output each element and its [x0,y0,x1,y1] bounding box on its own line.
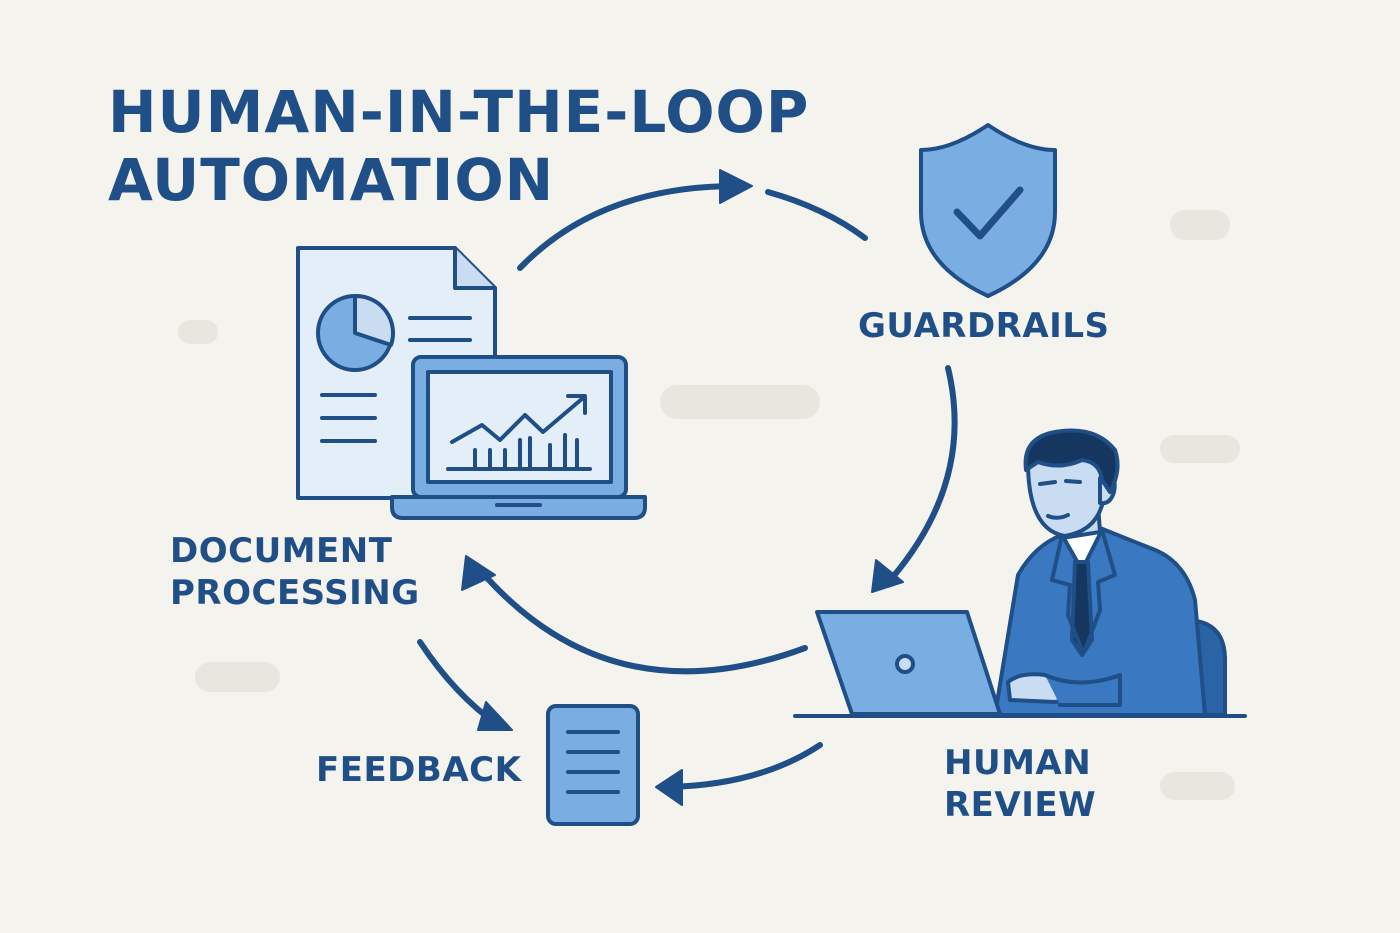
feedback-label: FEEDBACK [316,750,522,790]
arrow-doc-to-guardrails [517,182,743,271]
human-review-line-2: REVIEW [944,785,1097,825]
human-review-label: HUMAN REVIEW [944,742,1096,826]
arrow-guardrails-continue [765,189,868,241]
document-processing-label: DOCUMENT PROCESSING [170,530,420,614]
lapel-left [1050,533,1084,652]
report-icon [546,704,640,826]
laptop-chart-icon [390,355,647,520]
title-line-2: AUTOMATION [108,146,555,214]
arrow-head-3 [461,555,496,591]
title-line-1: HUMAN-IN-THE-LOOP [108,78,810,146]
arrow-guardrails-to-review [889,365,958,581]
businessman-icon [993,428,1227,717]
arrow-review-to-doc [477,567,808,675]
flow-arrows [417,169,958,806]
document-processing-line-2: PROCESSING [170,573,420,613]
arm [1043,673,1122,707]
arrow-head-5 [655,769,683,806]
arrow-review-to-feedback [665,742,823,790]
suit-body [993,526,1207,717]
lapel-right [1083,528,1117,652]
laptop-icon [793,610,1247,718]
page-title: HUMAN-IN-THE-LOOP AUTOMATION [108,78,809,214]
guardrails-label: GUARDRAILS [858,306,1110,346]
arrow-head-4 [477,701,513,731]
background-smudges [178,210,1240,800]
document-processing-line-1: DOCUMENT [170,531,393,571]
arrow-head-1 [719,169,753,204]
human-review-line-1: HUMAN [944,743,1092,783]
arrow-head-2 [871,559,904,593]
shield-check-icon [919,123,1057,298]
hair [1023,428,1120,494]
